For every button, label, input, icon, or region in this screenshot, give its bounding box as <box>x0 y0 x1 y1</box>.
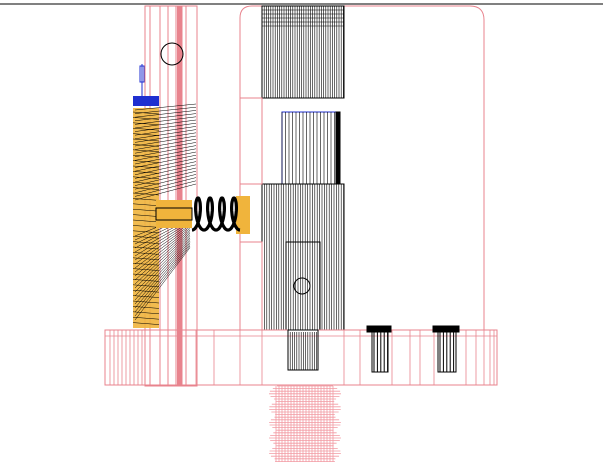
post-bore-hole <box>160 42 184 66</box>
mount-bolt-hole <box>293 277 311 295</box>
base-fasteners <box>287 325 460 373</box>
threaded-shaft <box>269 385 341 462</box>
base-plate <box>104 329 498 386</box>
spring-bracket <box>155 196 250 234</box>
compression-spring <box>191 196 241 232</box>
housing-step-upper <box>239 97 263 185</box>
center-fastener <box>287 329 319 371</box>
inner-slide-block <box>281 111 341 185</box>
brush-assembly <box>132 103 197 328</box>
right-fastener-1 <box>366 325 392 373</box>
right-fastener-2 <box>432 325 460 373</box>
upper-hatch-block <box>261 5 345 99</box>
housing-block <box>196 5 485 331</box>
housing-step-lower <box>239 241 263 331</box>
lower-mount-block <box>261 183 345 331</box>
blue-marker <box>133 64 159 106</box>
